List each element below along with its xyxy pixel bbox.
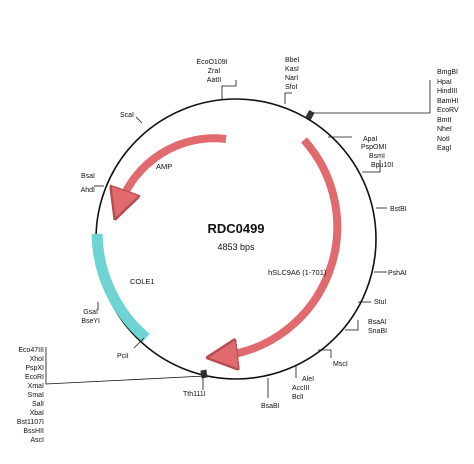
site-label: BclI [292, 394, 304, 401]
site-label: BmtI [437, 117, 451, 124]
site-label: NotI [437, 136, 450, 143]
site-label-pshai: PshAI [388, 270, 407, 277]
site-label: XbaI [30, 410, 44, 417]
site-label: BsaI [81, 173, 95, 180]
site-label: EagI [437, 145, 451, 152]
site-label-bsabi: BsaBI [261, 403, 280, 410]
site-label: Bst1107I [17, 419, 44, 426]
site-label: BsaAI [368, 319, 387, 326]
site-label: EcoRV [437, 107, 459, 114]
site-bsaai-group: BsaAI SnaBI [368, 319, 387, 335]
site-mcs-right-group: BmgBI HpaI HindIII BamHI EcoRV BmtI NheI… [437, 69, 459, 152]
site-label: SfoI [285, 84, 298, 91]
site-label: BbeI [285, 57, 299, 64]
site-gsai-group: GsaI BseYI [81, 309, 100, 325]
site-label: NheI [437, 126, 452, 133]
site-label: EcoO109I [196, 59, 227, 66]
feature-amp-label: AMP [156, 162, 172, 171]
site-label: SmaI [28, 392, 44, 399]
site-label-pcii: PciI [117, 353, 129, 360]
site-label: GsaI [83, 309, 98, 316]
site-label: BsmI [369, 153, 385, 160]
site-label: PspXI [25, 365, 44, 372]
site-label: ApaI [363, 136, 377, 143]
site-label: BmgBI [437, 69, 458, 76]
site-label: XmaI [28, 383, 44, 390]
site-label: XhoI [30, 356, 44, 363]
site-label: AccIII [292, 385, 310, 392]
mcs-left-marker [200, 369, 208, 379]
site-label: AhdI [81, 187, 95, 194]
site-apai-group: ApaI PspOMI BsmI Bpu10I [361, 136, 393, 169]
site-label: NarI [285, 75, 298, 82]
site-label-tth111i: Tth111I [183, 391, 206, 398]
site-label: KasI [285, 66, 299, 73]
site-label-bstbi: BstBI [390, 206, 407, 213]
site-label-stui: StuI [374, 299, 387, 306]
plasmid-size: 4853 bps [217, 242, 255, 252]
site-ecoo109i-group: EcoO109I ZraI AatII [196, 59, 227, 84]
site-label: PspOMI [361, 144, 386, 151]
site-label-scai: ScaI [120, 112, 134, 119]
site-label: BseYI [81, 318, 100, 325]
site-label: EcoRI [25, 374, 44, 381]
site-label: HpaI [437, 79, 452, 86]
site-label: AatII [207, 77, 221, 84]
site-label-msci: MscI [333, 361, 348, 368]
feature-cole1-label: COLE1 [130, 277, 155, 286]
site-label: HindIII [437, 88, 457, 95]
feature-cole1-block [91, 233, 150, 343]
site-label: AleI [302, 376, 314, 383]
feature-insert-label: hSLC9A6 (1-701) [268, 268, 327, 277]
site-label: Bpu10I [371, 162, 393, 169]
mcs-right-marker [305, 110, 315, 120]
site-label: BamHI [437, 98, 458, 105]
site-leader-lines [45, 80, 431, 398]
site-label: Eco47III [18, 347, 44, 354]
site-label: SnaBI [368, 328, 387, 335]
site-label: AscI [30, 437, 44, 444]
site-bbei-group: BbeI KasI NarI SfoI [285, 57, 299, 91]
site-label: SalI [32, 401, 44, 408]
site-ahdi-group: BsaI AhdI [81, 173, 95, 194]
site-label: ZraI [208, 68, 221, 75]
site-alei-group: AleI AccIII BclI [292, 376, 314, 401]
feature-insert-arrow [222, 137, 342, 356]
site-mcs-left-group: Eco47III XhoI PspXI EcoRI XmaI SmaI SalI… [17, 347, 44, 444]
plasmid-name: RDC0499 [207, 221, 264, 236]
site-label: BssHII [23, 428, 44, 435]
feature-amp-arrow [120, 134, 227, 205]
